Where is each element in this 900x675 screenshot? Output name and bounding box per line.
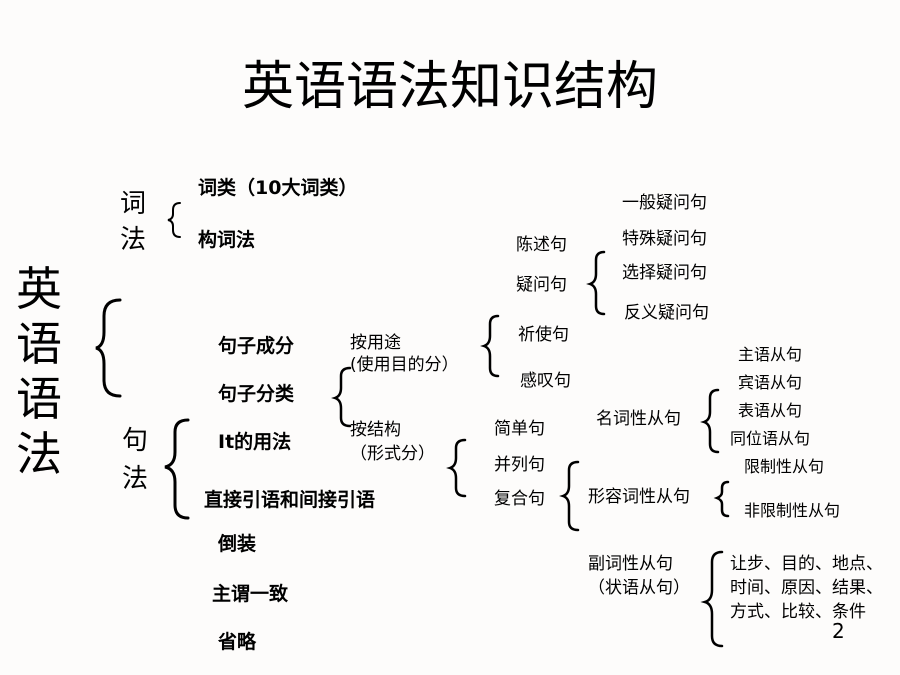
by-use-brace bbox=[480, 314, 500, 378]
noun-item-biaoyu: 表语从句 bbox=[738, 401, 803, 420]
noun-clause-label: 名词性从句 bbox=[596, 409, 681, 429]
question-item-fanyi: 反义疑问句 bbox=[624, 303, 709, 323]
noun-brace bbox=[700, 388, 720, 454]
fenlei-brace bbox=[331, 366, 352, 428]
by-structure-label: 按结构 （形式分） bbox=[350, 420, 435, 464]
adv-clause-types: 让步、目的、地点、 时间、原因、结果、 方式、比较、条件 bbox=[730, 554, 883, 622]
cifa-item-cilei: 词类（10大词类） bbox=[198, 177, 358, 199]
question-item-xuanze: 选择疑问句 bbox=[622, 263, 707, 283]
noun-item-tongwei: 同位语从句 bbox=[730, 429, 811, 448]
question-item-yiban: 一般疑问句 bbox=[622, 193, 707, 213]
noun-item-zhuyu: 主语从句 bbox=[738, 345, 803, 364]
adj-item-xianzhi: 限制性从句 bbox=[744, 457, 825, 476]
use-item-qishi: 祈使句 bbox=[518, 325, 569, 345]
cifa-item-gouci: 构词法 bbox=[198, 229, 256, 251]
structure-item-fuhe: 复合句 bbox=[494, 489, 545, 509]
adj-item-feixianzhi: 非限制性从句 bbox=[744, 501, 841, 520]
use-item-gantan: 感叹句 bbox=[520, 371, 571, 391]
cifa-label: 词法 bbox=[120, 189, 147, 255]
root-brace bbox=[95, 298, 122, 398]
adv-brace bbox=[700, 550, 724, 648]
use-item-yiwen: 疑问句 bbox=[516, 275, 567, 295]
adj-clause-label: 形容词性从句 bbox=[588, 487, 690, 507]
page-title: 英语语法知识结构 bbox=[241, 57, 658, 117]
question-item-teshu: 特殊疑问句 bbox=[622, 229, 707, 249]
question-brace bbox=[586, 250, 606, 316]
jufa-item-daozhuang: 倒装 bbox=[218, 533, 257, 555]
structure-brace bbox=[446, 438, 467, 498]
jufa-item-zhuwei: 主谓一致 bbox=[212, 583, 289, 605]
adv-clause-label: 副词性从句 （状语从句） bbox=[588, 554, 690, 598]
jufa-label: 句法 bbox=[122, 426, 149, 494]
noun-item-binyu: 宾语从句 bbox=[738, 373, 803, 392]
jufa-item-yinyu: 直接引语和间接引语 bbox=[204, 489, 376, 511]
jufa-item-shenglue: 省略 bbox=[218, 631, 257, 653]
jufa-item-fenlei: 句子分类 bbox=[218, 383, 295, 405]
cifa-brace bbox=[167, 202, 181, 238]
jufa-brace bbox=[164, 418, 190, 520]
adj-brace bbox=[713, 480, 730, 518]
structure-item-binglie: 并列句 bbox=[494, 455, 545, 475]
complex-brace bbox=[559, 460, 580, 532]
jufa-item-chengfen: 句子成分 bbox=[218, 335, 295, 357]
jufa-item-it: It的用法 bbox=[218, 431, 292, 453]
by-use-label: 按用途 (使用目的分） bbox=[350, 333, 459, 375]
root-label: 英语语法 bbox=[16, 262, 62, 481]
use-item-chenshu: 陈述句 bbox=[516, 235, 567, 255]
structure-item-jiandan: 简单句 bbox=[494, 419, 545, 439]
page-number: 2 bbox=[832, 619, 845, 643]
